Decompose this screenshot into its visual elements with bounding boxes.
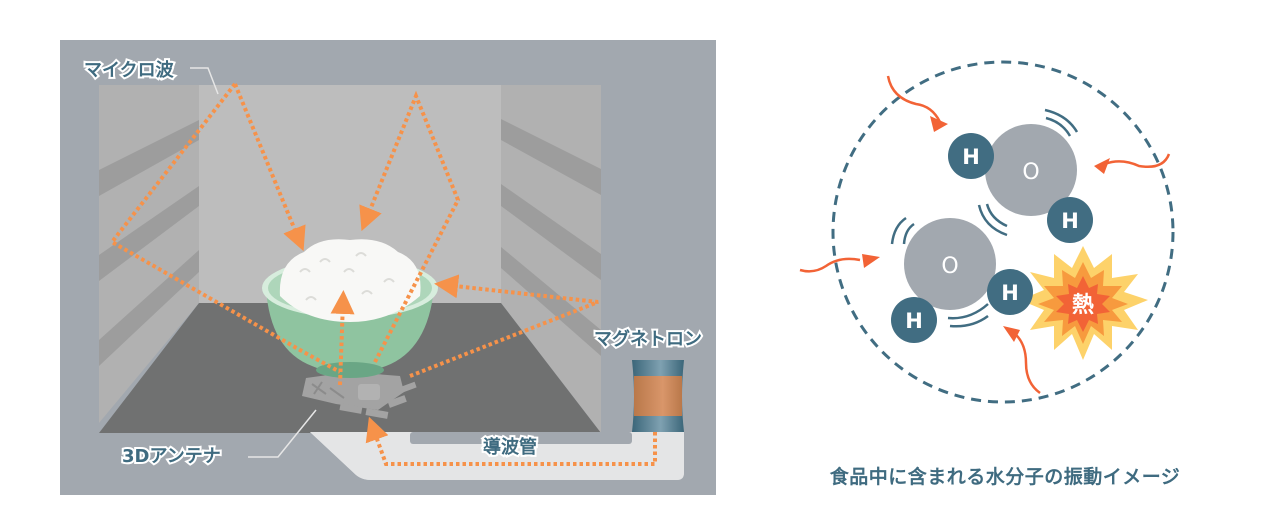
label-3d-antenna: 3Dアンテナ: [122, 446, 221, 467]
label-magnetron: マグネトロン: [594, 328, 702, 350]
hydrogen-atom: [891, 297, 937, 343]
svg-text:O: O: [941, 254, 958, 279]
3d-antenna: [302, 372, 417, 419]
rice-bowl: [262, 239, 438, 378]
oxygen-atom: [904, 218, 996, 310]
oxygen-atom: [985, 124, 1077, 216]
svg-text:H: H: [1001, 281, 1019, 305]
shelf-rail: [99, 120, 199, 196]
svg-text:H: H: [1061, 209, 1079, 233]
svg-text:H: H: [905, 309, 923, 333]
rice: [279, 239, 421, 322]
svg-text:O: O: [1022, 160, 1039, 185]
label-microwave: マイクロ波: [84, 59, 175, 81]
microwave-paths: [109, 82, 657, 466]
waveguide-notch: [410, 432, 632, 444]
vibration-arcs: [890, 108, 1079, 328]
leader-lines: [190, 67, 317, 458]
shelf-rail: [99, 186, 199, 281]
shelf-rail: [501, 247, 601, 356]
svg-text:H: H: [962, 145, 980, 169]
water-molecule-2: O H H: [891, 218, 1033, 343]
energy-arrows: [799, 75, 1171, 395]
hydrogen-atom: [1047, 197, 1093, 243]
heat-label: 熱: [1072, 292, 1094, 318]
arrow-heads: [862, 116, 1110, 342]
water-molecule-1: O H H: [948, 124, 1093, 243]
oven-illustration: マイクロ波 マグネトロン 3Dアンテナ 導波管: [60, 40, 716, 495]
shelf-rail: [501, 184, 601, 280]
molecule-illustration: O H H 熱 O H H: [799, 60, 1175, 404]
label-waveguide: 導波管: [483, 436, 537, 458]
shelf-rail: [99, 250, 199, 366]
shelf-rail: [501, 119, 601, 195]
heat-burst: 熱: [1020, 246, 1148, 360]
hydrogen-atom: [987, 269, 1033, 315]
hydrogen-atom: [948, 133, 994, 179]
magnetron: [632, 360, 684, 432]
caption: 食品中に含まれる水分子の振動イメージ: [829, 466, 1181, 488]
boundary-circle: [831, 60, 1175, 404]
